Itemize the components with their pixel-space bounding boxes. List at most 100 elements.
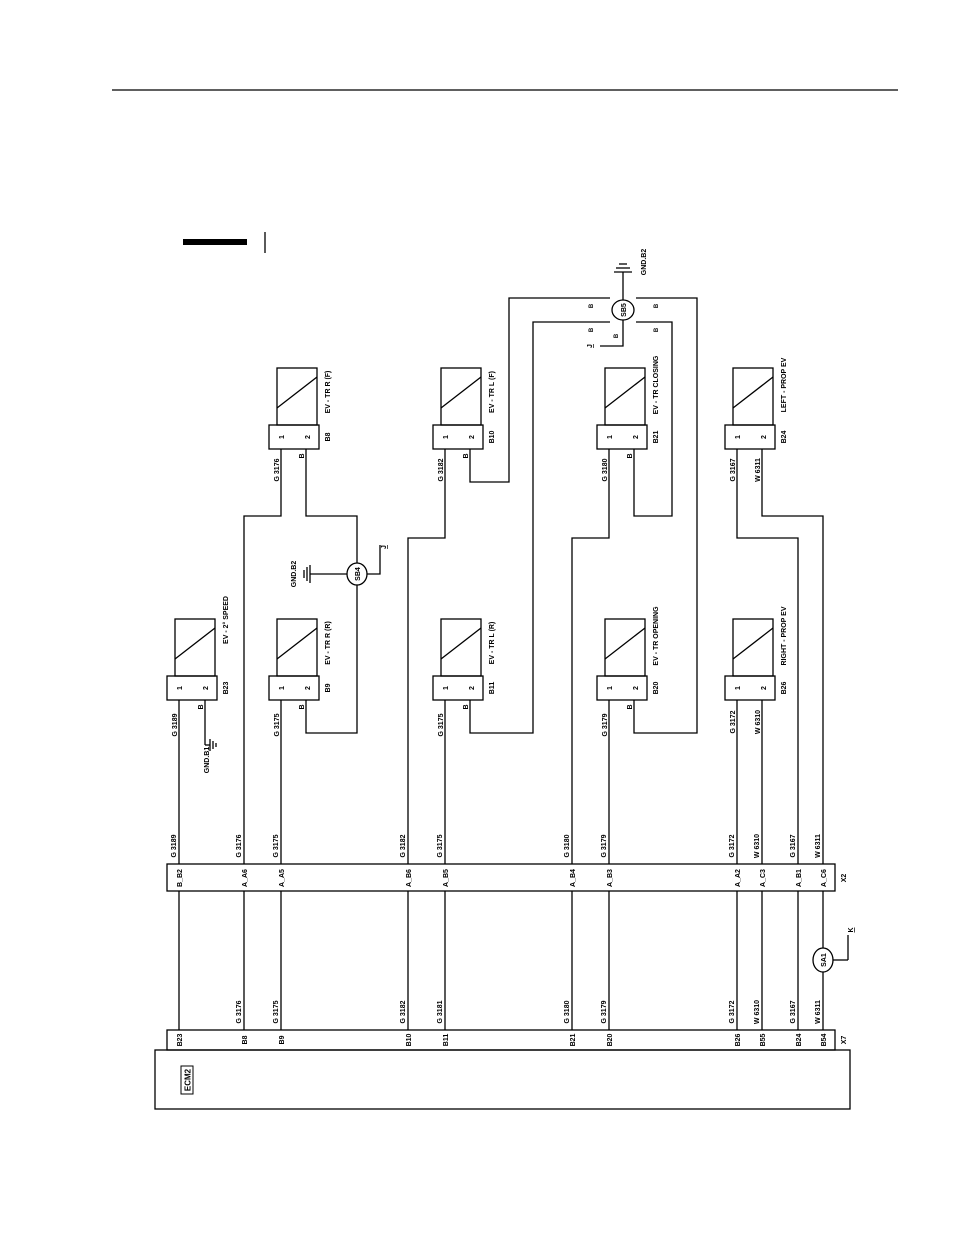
ecm-wire-label: G 3167 xyxy=(790,1000,797,1023)
sb5-pin-e: B xyxy=(654,327,660,332)
connector-x2 xyxy=(166,863,836,892)
sb5-pin-d: B xyxy=(654,303,660,308)
svg-text:EV - TR L (F): EV - TR L (F) xyxy=(489,371,496,413)
x2-pin-label: A_A5 xyxy=(279,869,286,887)
splice-sa1 xyxy=(812,935,849,973)
svg-text:EV - 2° SPEED: EV - 2° SPEED xyxy=(222,596,230,644)
ecm-pin-label: B55 xyxy=(760,1033,767,1046)
svg-text:B: B xyxy=(299,704,306,709)
svg-text:B: B xyxy=(627,453,634,458)
svg-text:B: B xyxy=(198,704,205,709)
x2-wire-label: G 3172 xyxy=(729,834,736,857)
svg-text:B24: B24 xyxy=(781,430,788,443)
solenoid-tr-opening: 1 2 B20 EV - TR OPENING G 3179 B xyxy=(596,606,660,736)
svg-text:2: 2 xyxy=(305,435,312,439)
ecm-pin-label: B8 xyxy=(242,1035,249,1044)
ecm-pin-label: B23 xyxy=(177,1033,184,1046)
ecm-pin-label: B9 xyxy=(279,1035,286,1044)
splice-sb5 xyxy=(600,263,635,347)
sb5-gnd-label: GND.B2 xyxy=(641,249,648,276)
svg-text:G 3175: G 3175 xyxy=(274,713,281,736)
solenoid-tr-r-r: 1 2 B9 EV - TR R (R) G 3175 B xyxy=(268,618,332,736)
ecm-pin-label: B11 xyxy=(443,1034,450,1047)
svg-text:EV - TR L (R): EV - TR L (R) xyxy=(489,622,496,665)
svg-text:2: 2 xyxy=(633,435,640,439)
svg-text:1: 1 xyxy=(177,686,184,690)
svg-text:B: B xyxy=(299,453,306,458)
solenoid-tr-closing: 1 2 B21 EV - TR CLOSING G 3180 B xyxy=(596,355,660,481)
ecm-pin-label: B24 xyxy=(796,1033,803,1046)
solenoid-left-prop: 1 2 B24 LEFT - PROP EV G 3167 W 6311 xyxy=(724,357,788,482)
ecm-label-group: ECM2 xyxy=(180,1065,194,1095)
svg-text:B11: B11 xyxy=(489,682,496,695)
x2-wire-label: G 3176 xyxy=(236,834,243,857)
svg-text:W 6310: W 6310 xyxy=(755,710,762,734)
svg-text:G 3175: G 3175 xyxy=(438,713,445,736)
x2-wire-label: G 3175 xyxy=(273,834,280,857)
sa1-letter: K xyxy=(848,927,855,932)
upper-wires xyxy=(178,297,824,864)
svg-text:1: 1 xyxy=(279,686,286,690)
ecm-pin-label: B10 xyxy=(406,1033,413,1046)
svg-text:1: 1 xyxy=(443,686,450,690)
ecm-wire-label: G 3176 xyxy=(236,1000,243,1023)
solenoid-2nd-speed: 1 2 B23 EV - 2° SPEED G 3189 B xyxy=(166,596,230,736)
svg-text:1: 1 xyxy=(607,686,614,690)
x2-wire-label: W 6311 xyxy=(815,834,822,858)
svg-text:1: 1 xyxy=(607,435,614,439)
svg-text:B: B xyxy=(627,704,634,709)
ecm-wire-label: G 3181 xyxy=(437,1000,444,1023)
x2-wire-label: W 6310 xyxy=(754,834,761,858)
svg-text:B: B xyxy=(463,704,470,709)
svg-text:1: 1 xyxy=(735,435,742,439)
svg-text:1: 1 xyxy=(443,435,450,439)
svg-text:B23: B23 xyxy=(223,681,230,694)
ecm-pin-label: B26 xyxy=(735,1033,742,1046)
ecm-wire-label: G 3179 xyxy=(601,1000,608,1023)
x2-pin-label: A_B3 xyxy=(607,869,614,887)
sb4-gnd-label: GND.B2 xyxy=(291,561,298,588)
sb5-pin-c: B xyxy=(614,333,620,338)
svg-text:G 3189: G 3189 xyxy=(172,713,179,736)
svg-text:1: 1 xyxy=(735,686,742,690)
x2-wire-label: G 3175 xyxy=(437,834,444,857)
x2-pin-label: A_C3 xyxy=(760,869,767,887)
x2-wire-label: G 3180 xyxy=(564,834,571,857)
x2-pin-label: A_B4 xyxy=(570,869,577,887)
sa1-label: SA1 xyxy=(821,953,828,967)
x2-wire-label: G 3167 xyxy=(790,834,797,857)
sb5-letter: J xyxy=(587,344,594,348)
svg-text:B: B xyxy=(463,453,470,458)
ecm-wire-label: W 6311 xyxy=(815,1000,822,1024)
x2-connector-label: X2 xyxy=(841,874,848,883)
solenoid-tr-l-f: 1 2 B10 EV - TR L (F) G 3182 B xyxy=(432,367,496,481)
sb5-pin-a: B xyxy=(589,303,595,308)
svg-text:1: 1 xyxy=(279,435,286,439)
svg-text:EV - TR OPENING: EV - TR OPENING xyxy=(653,606,660,666)
revision-bar xyxy=(183,239,247,245)
x7-connector-label: X7 xyxy=(841,1036,848,1045)
svg-text:G 3180: G 3180 xyxy=(602,458,609,481)
ecm-wire-label: G 3172 xyxy=(729,1000,736,1023)
svg-text:G 3176: G 3176 xyxy=(274,458,281,481)
svg-text:B20: B20 xyxy=(653,681,660,694)
ecm-label: ECM2 xyxy=(184,1068,193,1091)
svg-text:2: 2 xyxy=(633,686,640,690)
svg-text:B10: B10 xyxy=(489,430,496,443)
ecm-wire-label: W 6310 xyxy=(754,1000,761,1024)
ecm-wire-label: G 3182 xyxy=(400,1000,407,1023)
svg-text:2: 2 xyxy=(203,686,210,690)
ecm-box xyxy=(154,1049,851,1110)
svg-text:B21: B21 xyxy=(653,430,660,443)
ecm-pin-label: B20 xyxy=(607,1033,614,1046)
x2-pin-label: A_A2 xyxy=(735,869,742,887)
svg-text:LEFT - PROP EV: LEFT - PROP EV xyxy=(781,357,788,412)
svg-text:2: 2 xyxy=(305,686,312,690)
solenoid-tr-r-f: 1 2 B8 EV - TR R (F) G 3176 B xyxy=(268,367,332,481)
ecm-wire-label: G 3175 xyxy=(273,1000,280,1023)
x2-pin-label: A_B5 xyxy=(443,869,450,887)
svg-text:W 6311: W 6311 xyxy=(755,458,762,482)
x2-pin-label: B_B2 xyxy=(177,869,184,887)
